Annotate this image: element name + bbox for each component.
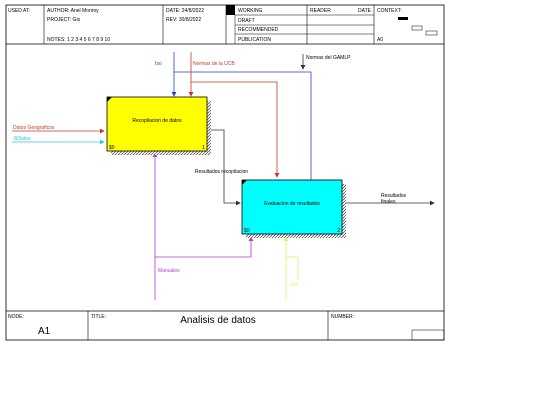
arrow-gis-branch — [286, 256, 299, 280]
arrow-labels: Iso Normas de la UCB Normas del GAMLP Da… — [13, 55, 407, 288]
label-gis: Gis — [290, 282, 298, 288]
arrow-manuales-to-evaluacion — [155, 236, 254, 258]
node-value: A1 — [38, 326, 51, 337]
reader-label: READER — [310, 8, 331, 14]
activity-box-2[interactable]: Evaluacion de resultados $0 2 — [241, 179, 346, 238]
notes-text: NOTES: 1 2 3 4 5 6 7 8 9 10 — [47, 37, 110, 43]
footer-block: NODE: A1 TITLE: Analisis de datos NUMBER… — [6, 310, 445, 341]
number-label: NUMBER: — [331, 314, 354, 320]
label-iso: Iso — [155, 61, 162, 67]
rev-text: REV: 30/8/2022 — [166, 17, 201, 23]
label-datos-geograficos: Datos Geograficos — [13, 125, 55, 131]
context-node: A0 — [377, 37, 383, 43]
arrow-iso-to-evaluacion — [173, 52, 314, 233]
label-normas-ucb: Normas de la UCB — [193, 61, 235, 67]
author-text: AUTHOR: Anel Monroy — [47, 8, 99, 14]
status-working: WORKING — [238, 8, 263, 14]
status-recommended: RECOMMENDED — [238, 27, 279, 33]
arrow-resultados-recopilacion — [207, 129, 241, 206]
box-2-cost: $0 — [244, 228, 250, 234]
used-at-label: USED AT: — [8, 8, 30, 14]
diagram-title: Analisis de datos — [180, 315, 256, 326]
node-label: NODE: — [8, 314, 24, 320]
box-2-fill — [241, 179, 343, 235]
status-draft: DRAFT — [238, 18, 255, 24]
label-resultados-recopilacion: Resultados recopilacion — [195, 169, 248, 175]
activity-box-1[interactable]: Recopilacion de datos $0 1 — [106, 96, 211, 155]
title-label: TITLE: — [91, 314, 106, 320]
box-1-cost: $0 — [109, 145, 115, 151]
context-label: CONTEXT: — [377, 8, 402, 14]
box-2-number: 2 — [337, 228, 340, 234]
label-resultados-finales-1: Resultados — [381, 193, 407, 199]
header-block: USED AT: AUTHOR: Anel Monroy PROJECT: Gi… — [6, 5, 444, 45]
box-1-number: 1 — [202, 145, 205, 151]
label-resultados-finales-2: finales — [381, 199, 396, 205]
project-text: PROJECT: Gis — [47, 17, 81, 23]
label-bdatos: BDatos — [14, 136, 31, 142]
box-1-label: Recopilacion de datos — [132, 118, 182, 124]
arrows-layer — [12, 52, 435, 300]
label-manuales: Manuales — [158, 268, 180, 274]
box-1-fill — [106, 96, 208, 152]
outer-frame — [5, 4, 445, 341]
context-thumbnail — [398, 17, 438, 36]
box-2-label: Evaluacion de resultados — [264, 201, 320, 207]
arrow-ucb-to-evaluacion — [190, 52, 280, 178]
label-normas-gamlp: Normas del GAMLP — [306, 55, 351, 61]
date-text: DATE: 24/8/2022 — [166, 8, 204, 14]
reader-date-label: DATE — [358, 8, 372, 14]
status-publication: PUBLICATION — [238, 37, 271, 43]
